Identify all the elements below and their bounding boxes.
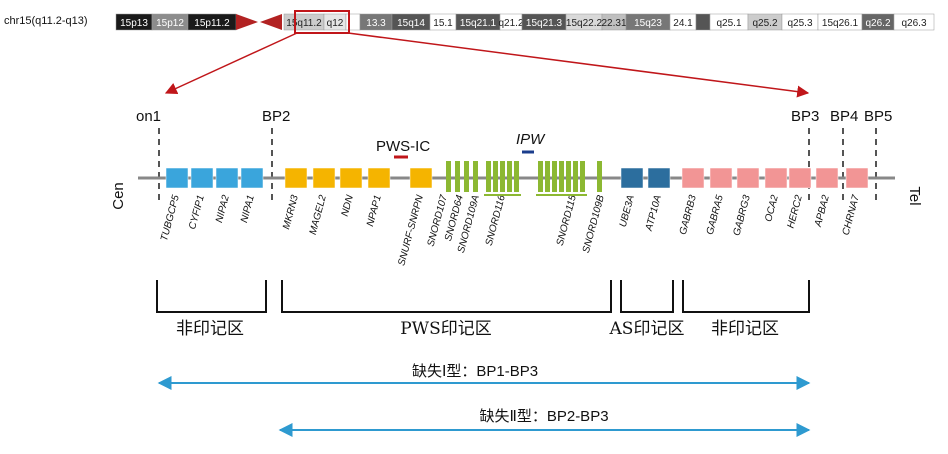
gene-nipa2 — [215, 167, 239, 189]
gene-label-apba2: APBA2 — [813, 194, 832, 229]
gene-tubgcp5 — [165, 167, 189, 189]
gene-label-mkrn3: MKRN3 — [281, 194, 301, 231]
ideogram-band-label: q21.2 — [498, 18, 523, 29]
ideogram-band-label: q26.3 — [901, 18, 926, 29]
region-label-pws: PWS印记区 — [400, 319, 492, 339]
breakpoint-label-bp2: BP2 — [262, 108, 290, 125]
centromere-label: Cen — [110, 182, 127, 210]
telomere-label: Tel — [906, 186, 923, 205]
deletion-type1-label: 缺失Ⅰ型：BP1-BP3 — [412, 363, 538, 380]
ideogram-band-label: 15q23 — [634, 18, 662, 29]
ideogram-band-label: 15p12 — [156, 18, 184, 29]
gene-label-magel2: MAGEL2 — [308, 194, 329, 236]
gene-label-herc2: HERC2 — [785, 194, 805, 230]
gene-herc2 — [788, 167, 812, 189]
ideogram-band — [695, 13, 711, 31]
bracket-as — [620, 280, 674, 313]
gene-ndn — [339, 167, 363, 189]
deletion-type2-label: 缺失Ⅱ型：BP2-BP3 — [479, 408, 608, 425]
gene-label-tubgcp5: TUBGCP5 — [159, 194, 182, 243]
centromere-right-icon — [260, 14, 282, 30]
gene-mkrn3 — [284, 167, 308, 189]
ideogram-band-label: q25.2 — [752, 18, 777, 29]
ideogram-band-label: q26.2 — [865, 18, 890, 29]
ideogram-band-label: q25.1 — [716, 18, 741, 29]
ideogram-band-label: 24.1 — [673, 18, 693, 29]
region-label-nonimprinted-left: 非印记区 — [176, 319, 244, 339]
ideogram-band-label: 15q14 — [397, 18, 425, 29]
gene-label-nipa1: NIPA1 — [239, 194, 257, 224]
gene-label-npap1: NPAP1 — [365, 194, 384, 228]
ideogram-band-label: 15p13 — [120, 18, 148, 29]
gene-label-nipa2: NIPA2 — [214, 194, 232, 224]
zoom-line-left — [164, 32, 298, 94]
ideogram-band — [893, 13, 935, 31]
ideogram-band-label: 15p11.2 — [194, 18, 230, 29]
ipw-label: IPW — [516, 131, 546, 148]
ideogram-band-label: 22.31 — [601, 18, 626, 29]
snord116-bars — [484, 161, 521, 196]
ideogram-bands: 15p13 15p12 15p11.2 15q11.2 q12 13.3 15q14 15.1… — [115, 13, 935, 31]
gene-label-snord115: SNORD115 — [555, 194, 579, 248]
gene-gabrb3 — [681, 167, 705, 189]
gene-label-snurf-snrpn: SNURF-SNRPN — [396, 193, 426, 267]
region-brackets — [156, 280, 810, 313]
ideogram-band-label: 15q22.2 — [566, 18, 603, 29]
ideogram-band-label: 15q21.1 — [460, 18, 497, 29]
bracket-nonimprinted-left — [156, 280, 267, 313]
ideogram-band-label: 15q21.3 — [526, 18, 563, 29]
chromosome-label: chr15(q11.2-q13) — [4, 15, 88, 27]
ideogram-band-label: q25.3 — [787, 18, 812, 29]
snord115-bars — [536, 161, 587, 196]
ideogram-band-label: 15.1 — [433, 18, 453, 29]
region-label-as: AS印记区 — [609, 319, 685, 339]
pws-ic-label: PWS-IC — [376, 138, 430, 155]
gene-label-ube3a: UBE3A — [618, 194, 637, 229]
gene-chrna7 — [845, 167, 869, 189]
gene-label-oca2: OCA2 — [763, 194, 781, 224]
gene-nipa1 — [240, 167, 264, 189]
snord107-64-109a-bars — [446, 161, 478, 192]
region-label-nonimprinted-right: 非印记区 — [711, 319, 779, 339]
bracket-pws — [281, 280, 612, 313]
ideogram-band-label: q12 — [327, 18, 344, 29]
gene-atp10a — [647, 167, 671, 189]
gene-label-ndn: NDN — [340, 193, 356, 218]
ideogram-band-label: 13.3 — [366, 18, 386, 29]
gene-label-gabra5: GABRA5 — [705, 194, 726, 236]
breakpoint-label-bp1: on1 — [136, 108, 161, 125]
breakpoint-label-bp3: BP3 — [791, 108, 819, 125]
ideogram-band-label: 15q11.2 — [286, 18, 322, 29]
gene-magel2 — [312, 167, 336, 189]
gene-apba2 — [815, 167, 839, 189]
gene-label-atp10a: ATP10A — [644, 194, 664, 233]
gene-gabrg3 — [736, 167, 760, 189]
gene-gabra5 — [709, 167, 733, 189]
gene-cyfip1 — [190, 167, 214, 189]
gene-oca2 — [764, 167, 788, 189]
gene-label-snord109b: SNORD109B — [581, 194, 607, 255]
gene-npap1 — [367, 167, 391, 189]
centromere-left-icon — [236, 14, 258, 30]
gene-label-snord116: SNORD116 — [484, 194, 508, 248]
gene-snurf-snrpn — [409, 167, 433, 189]
zoom-line-right — [347, 32, 810, 98]
selected-region-box — [294, 10, 350, 34]
ideogram-band-label: 15q26.1 — [822, 18, 859, 29]
snord109b-bars — [597, 161, 602, 192]
breakpoint-label-bp4: BP4 — [830, 108, 858, 125]
gene-label-gabrb3: GABRB3 — [678, 194, 699, 236]
gene-label-gabrg3: GABRG3 — [731, 194, 753, 238]
breakpoint-label-bp5: BP5 — [864, 108, 892, 125]
gene-label-cyfip1: CYFIP1 — [187, 194, 207, 231]
gene-ube3a — [620, 167, 644, 189]
bracket-nonimprinted-right — [682, 280, 810, 313]
